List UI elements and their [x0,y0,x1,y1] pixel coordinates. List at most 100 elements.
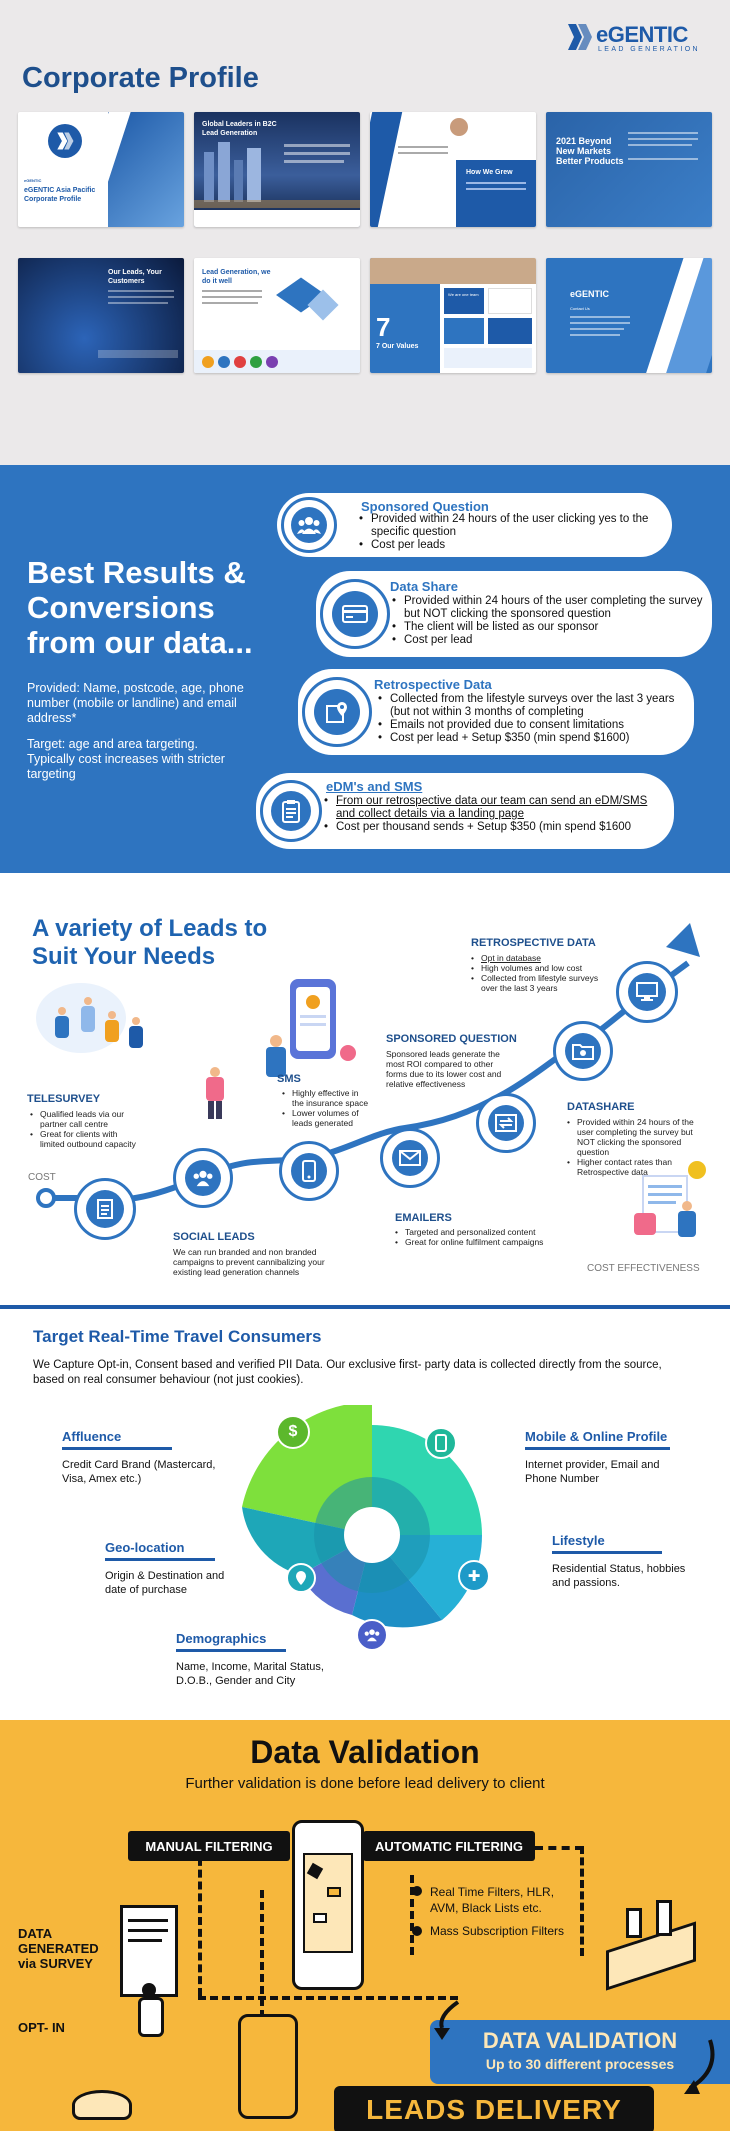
category-title: Geo-location [105,1540,185,1555]
slide-thumbnail-4[interactable]: 2021 Beyond New Markets Better Products [546,112,712,227]
team-illustration [36,983,156,1073]
clipboard-icon [260,780,322,842]
data-validation-box: DATA VALIDATION Up to 30 different proce… [430,2020,730,2084]
card-bullets: Provided within 24 hours of the user com… [390,595,705,647]
datashare-title: DATASHARE [567,1101,635,1113]
slide-thumbnail-5[interactable]: Our Leads, Your Customers [18,258,184,373]
email-node-icon [380,1128,440,1188]
slide-thumbnail-8[interactable]: eGENTIC Contact Us [546,258,712,373]
bullet: Collected from lifestyle surveys over th… [471,973,601,993]
bullet: Cost per leads [357,539,657,552]
category-title: Mobile & Online Profile [525,1429,668,1444]
bullet: Higher contact rates than Retrospective … [567,1157,712,1177]
best-results-heading: Best Results & Conversions from our data… [27,555,287,660]
sponsored-question-text: Sponsored leads generate the most ROI co… [386,1049,502,1089]
bullet: Great for online fulfilment campaigns [395,1237,570,1247]
data-validation-box-subtitle: Up to 30 different processes [485,2056,675,2072]
bullet: High volumes and low cost [471,963,601,973]
heading-line-1: Best Results & [27,555,246,590]
document-node-icon [74,1178,136,1240]
target-text: Target: age and area targeting. Typicall… [27,737,225,781]
flow-line [410,1875,414,1955]
flow-line [198,1846,202,1996]
egentic-logo[interactable]: eGENTIC LEAD GENERATION [568,22,708,56]
flow-line [580,1846,584,1956]
data-validation-section: Data Validation Further validation is do… [0,1720,730,2131]
slide-1-brand: eGENTIC [24,178,42,183]
category-title: Demographics [176,1631,267,1646]
section-divider [0,1305,730,1309]
bullet: Qualified leads via our partner call cen… [30,1109,140,1129]
category-rule [176,1649,286,1652]
logo-tagline: LEAD GENERATION [598,46,700,53]
bullet: Highly effective in the insurance space [282,1088,372,1108]
slide-6-title: Lead Generation, we do it well [202,269,271,285]
slide-2-title: Global Leaders in B2C Lead Generation [202,121,277,137]
slide-thumbnail-3[interactable]: How We Grew [370,112,536,227]
slide-thumbnail-2[interactable]: Global Leaders in B2C Lead Generation [194,112,360,227]
travel-consumers-section: Target Real-Time Travel Consumers We Cap… [0,1305,730,1720]
corporate-profile-section: eGENTIC LEAD GENERATION Corporate Profil… [0,0,730,465]
slide-4-title: 2021 Beyond New Markets Better Products [556,136,624,166]
category-rule [105,1558,215,1561]
best-results-section: Best Results & Conversions from our data… [0,465,730,873]
filtering-device-illustration [292,1820,364,1990]
filter-item-2: Mass Subscription Filters [430,1924,565,1938]
location-pin-icon [286,1563,316,1593]
slide-7-number: 7 [376,312,391,342]
retrospective-data-bullets: Opt in database High volumes and low cos… [471,953,601,993]
data-validation-subtitle: Further validation is done before lead d… [185,1775,545,1792]
provided-text: Provided: Name, postcode, age, phone num… [27,681,244,725]
exchange-node-icon [476,1093,536,1153]
credit-card-icon [320,579,390,649]
slide-7-title: 7 Our Values [376,343,419,350]
dollar-icon: $ [276,1415,310,1449]
bullet: Lower volumes of leads generated [282,1108,372,1128]
logo-name: eGENTIC [596,22,688,47]
folder-node-icon [553,1021,613,1081]
bullet: Cost per lead [390,634,705,647]
page-title: Corporate Profile [22,62,259,94]
category-rule [552,1551,662,1554]
category-text: Credit Card Brand (Mastercard, Visa, Ame… [62,1459,216,1485]
category-title: Lifestyle [552,1533,605,1548]
sms-bullets: Highly effective in the insurance space … [282,1088,372,1128]
slide-thumbnail-1[interactable]: eGENTIC Asia Pacific Corporate Profile e… [18,112,184,227]
card-bullets: Provided within 24 hours of the user cli… [357,513,657,552]
category-text: Residential Status, hobbies and passions… [552,1563,686,1589]
processing-illustration [596,1896,706,1996]
bullet: Provided within 24 hours of the user com… [567,1117,712,1157]
data-share-card: Data Share Provided within 24 hours of t… [316,571,712,657]
opt-in-hand-illustration [72,2090,132,2120]
card-title: Data Share [390,579,458,594]
profile-phone-illustration [260,965,360,1085]
girl-phone-illustration [198,1063,238,1123]
x-logo-icon [57,132,74,150]
heading-line-2: Conversions [27,590,215,625]
data-validation-title: Data Validation [250,1734,480,1770]
slide-3-title: How We Grew [466,169,513,176]
monitor-node-icon [616,961,678,1023]
emailers-bullets: Targeted and personalized content Great … [395,1227,570,1247]
telesurvey-bullets: Qualified leads via our partner call cen… [30,1109,140,1149]
slide-8-body: Contact Us [570,306,590,311]
slide-thumbnail-7[interactable]: 7 7 Our Values We are one team [370,258,536,373]
bullet: Emails not provided due to consent limit… [376,719,688,732]
group-icon [281,497,337,553]
category-text: Internet provider, Email and Phone Numbe… [525,1459,660,1485]
mobile-icon [425,1427,457,1459]
flow-line [198,1996,458,2000]
bullet: The client will be listed as our sponsor [390,621,705,634]
flow-line [260,1890,264,2090]
card-title: eDM's and SMS [326,779,423,794]
survey-person-illustration [120,1905,190,2045]
data-validation-box-title: DATA VALIDATION [482,2028,678,2053]
slide-thumbnail-6[interactable]: Lead Generation, we do it well [194,258,360,373]
bullet: Great for clients with limited outbound … [30,1129,140,1149]
heading-line-2: Suit Your Needs [32,943,216,970]
retrospective-data-title: RETROSPECTIVE DATA [471,937,596,949]
retrospective-data-card: Retrospective Data Collected from the li… [298,669,694,755]
flow-line [535,1846,583,1850]
leads-delivery-banner: LEADS DELIVERY [334,2086,654,2131]
travel-consumers-intro: We Capture Opt-in, Consent based and ver… [33,1359,662,1386]
